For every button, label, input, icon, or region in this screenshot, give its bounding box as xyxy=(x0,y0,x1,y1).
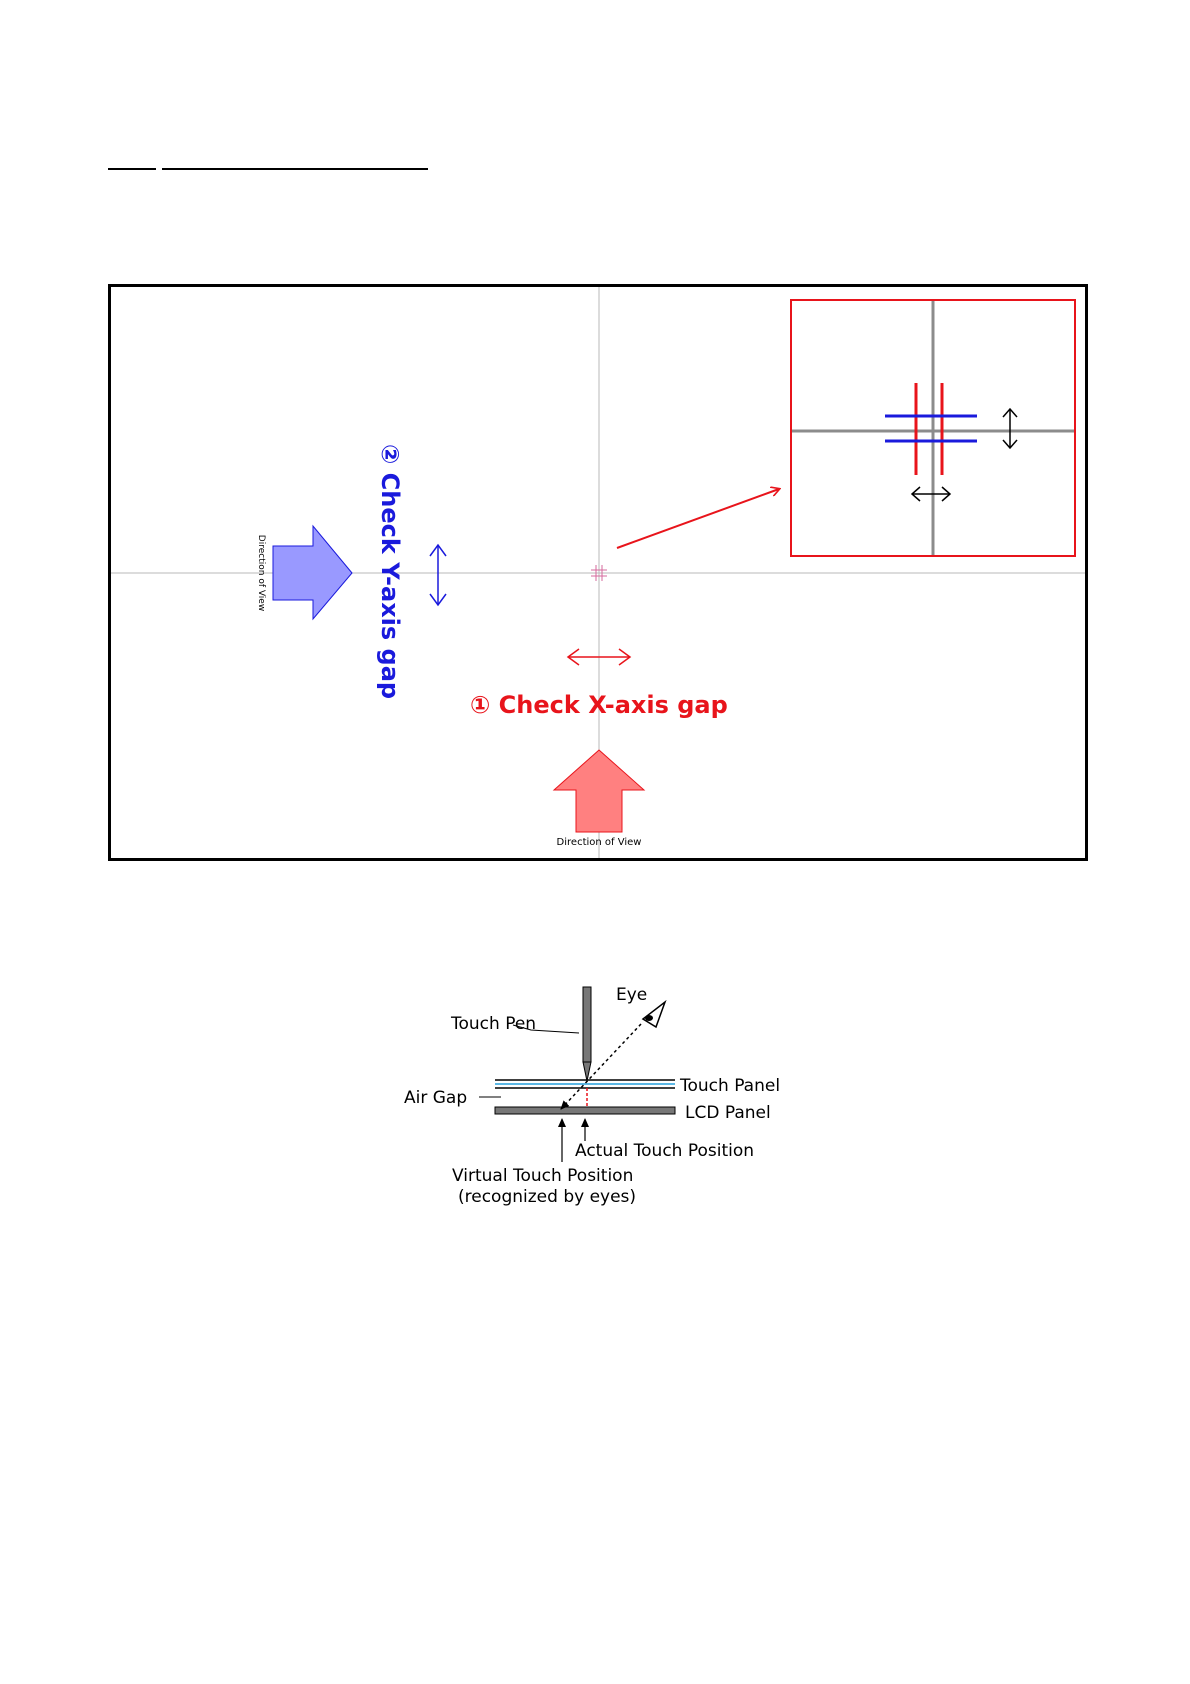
air-gap-label: Air Gap xyxy=(404,1088,467,1108)
touch-pen-label: Touch Pen xyxy=(450,1014,536,1034)
actual-touch-position-label: Actual Touch Position xyxy=(575,1141,754,1161)
zoom-inset xyxy=(791,300,1075,556)
lcd-panel-bar xyxy=(495,1107,675,1114)
left-arrow-caption: Direction of View xyxy=(256,535,266,611)
y-axis-gap-label: ② Check Y-axis gap xyxy=(376,444,404,699)
touch-panel-layers xyxy=(495,1080,675,1088)
touch-panel-label: Touch Panel xyxy=(679,1076,780,1096)
virtual-touch-position-label: Virtual Touch Position xyxy=(452,1166,633,1186)
eye-icon xyxy=(643,1002,665,1027)
bottom-arrow-caption: Direction of View xyxy=(557,837,642,848)
sight-line xyxy=(561,1024,641,1109)
eye-label: Eye xyxy=(616,985,647,1005)
x-axis-gap-label: ① Check X-axis gap xyxy=(470,691,728,719)
heading-underline-short xyxy=(108,168,156,170)
virtual-touch-sublabel: (recognized by eyes) xyxy=(458,1187,636,1207)
touch-pen xyxy=(583,987,591,1081)
air-gap-diagram: Eye Touch Pen Touch Panel LCD Panel Air … xyxy=(395,975,815,1220)
gap-check-diagram: ① Check X-axis gap ② Check Y-axis gap Di… xyxy=(108,284,1088,861)
lcd-panel-label: LCD Panel xyxy=(685,1103,771,1123)
heading-underline-long xyxy=(162,168,428,170)
